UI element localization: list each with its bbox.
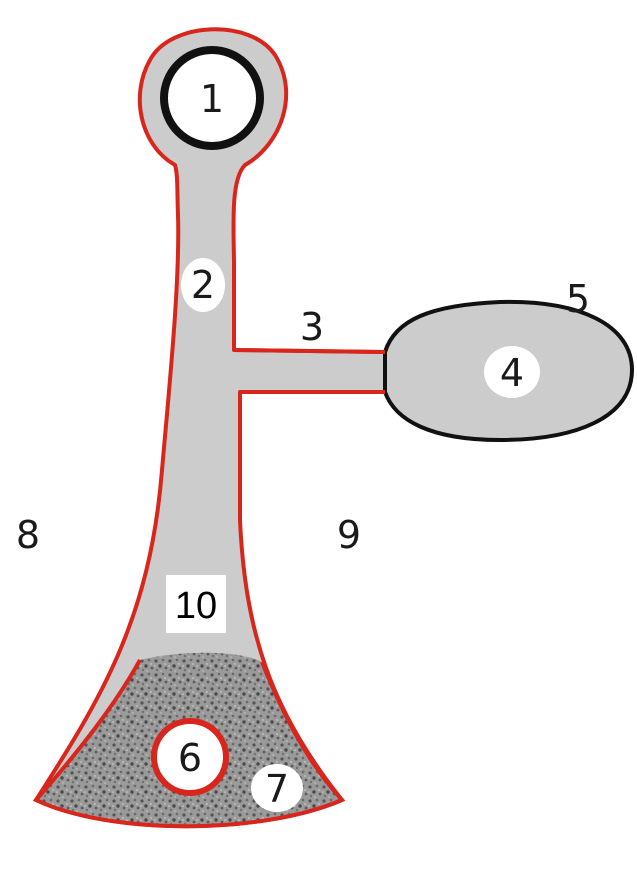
- label-3: 3: [300, 305, 324, 349]
- label-2: 2: [191, 263, 215, 307]
- label-5: 5: [566, 277, 590, 321]
- label-1: 1: [200, 77, 224, 121]
- label-6: 6: [178, 736, 202, 780]
- label-4: 4: [500, 351, 524, 395]
- label-8: 8: [16, 513, 40, 557]
- label-7: 7: [265, 767, 289, 811]
- label-10: 10: [175, 585, 217, 627]
- label-9: 9: [337, 513, 361, 557]
